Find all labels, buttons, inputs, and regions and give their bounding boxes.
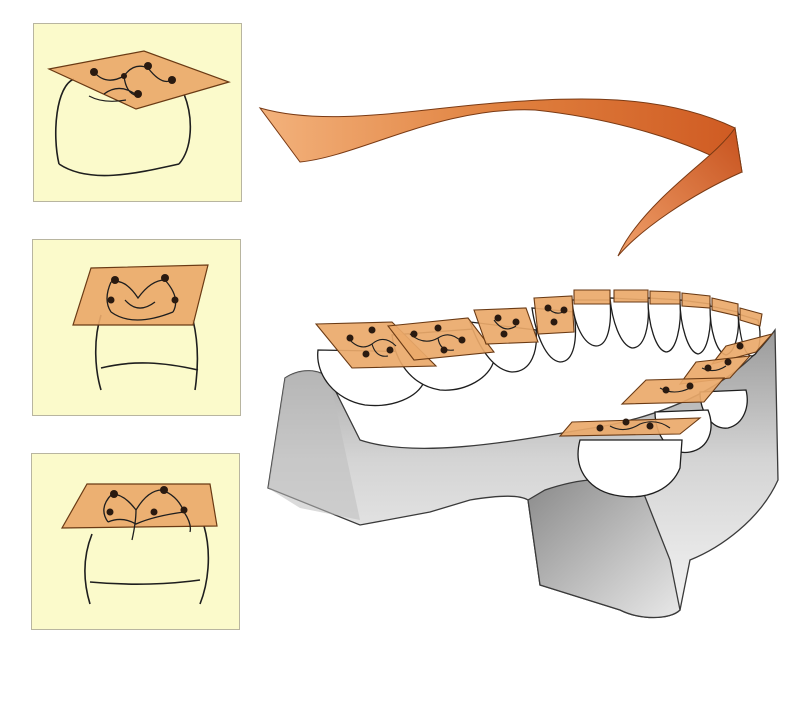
plane-lower-4 bbox=[560, 418, 700, 436]
plane-incisor-1 bbox=[650, 291, 680, 304]
plane-molar-1 bbox=[474, 308, 538, 344]
plane-canine bbox=[614, 290, 648, 302]
canine bbox=[610, 298, 648, 348]
incisor-1 bbox=[648, 298, 680, 352]
plane-premolar-2 bbox=[534, 296, 574, 334]
occlusal-curve-ribbon bbox=[260, 99, 742, 256]
premolar-1 bbox=[572, 300, 610, 346]
plane-incisor-2 bbox=[682, 293, 710, 308]
plane-premolar-1 bbox=[574, 290, 610, 304]
